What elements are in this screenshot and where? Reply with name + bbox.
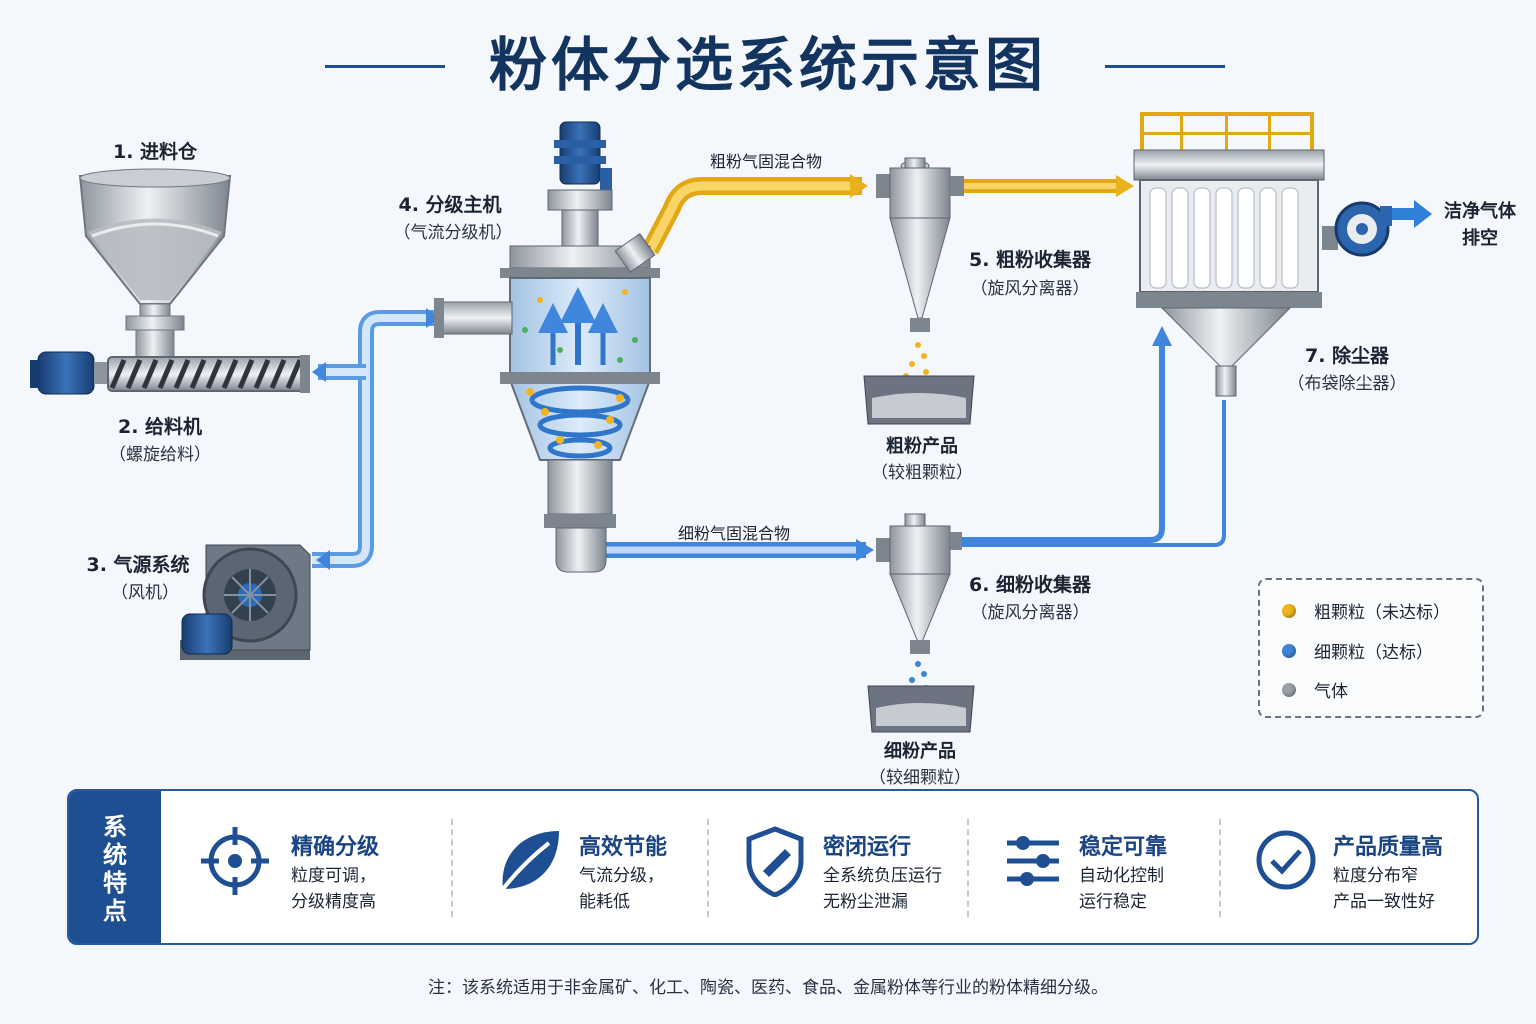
title-line-left (325, 65, 445, 68)
coarse-collector-label: 5. 粗粉收集器 (968, 249, 1092, 271)
fine-collector-label: 6. 细粉收集器 (968, 574, 1092, 596)
crosshair-icon (201, 827, 269, 895)
feature-efficient: 高效节能 气流分级， 能耗低 (489, 791, 739, 943)
legend-item-fine: 细颗粒（达标） (1282, 638, 1433, 663)
arrow-to-classifier (426, 308, 440, 328)
feature-desc-2: 分级精度高 (291, 892, 376, 912)
gas-dot-icon (1282, 682, 1296, 697)
feature-divider (451, 819, 453, 917)
feature-divider (707, 819, 709, 917)
feature-desc-1: 自动化控制 (1079, 866, 1164, 886)
coarse-mix-label: 粗粉气固混合物 (710, 152, 823, 171)
feature-sealed: 密闭运行 全系统负压运行 无粉尘泄漏 (745, 791, 995, 943)
feeder-label: 2. 给料机 (117, 416, 203, 438)
legend-label: 气体 (1314, 682, 1348, 702)
check-circle-icon (1256, 830, 1316, 890)
coarse-product-label: 粗粉产品 (886, 436, 958, 457)
arrow-fine-in (856, 539, 874, 561)
classifier-sub: （气流分级机） (393, 223, 513, 243)
legend: 粗颗粒（未达标） 细颗粒（达标） 气体 (1258, 578, 1484, 718)
arrow-coarse-in (850, 174, 868, 198)
air-source-label: 3. 气源系统 (86, 554, 190, 576)
fine-product-label: 细粉产品 (884, 741, 956, 762)
fine-gas-pipe (955, 340, 1165, 543)
feature-quality: 产品质量高 粒度分布窄 产品一致性好 (1255, 791, 1475, 943)
classifier-label: 4. 分级主机 (398, 194, 502, 216)
blower (180, 544, 311, 660)
sliders-icon (1007, 836, 1059, 886)
fine-collector-sub: （旋风分离器） (970, 603, 1090, 623)
arrow-fine-gas (1152, 326, 1172, 346)
legend-item-gas: 气体 (1282, 677, 1348, 702)
coarse-collector-sub: （旋风分离器） (970, 279, 1090, 299)
feature-desc-1: 粒度分布窄 (1333, 866, 1418, 886)
bag-dust-collector (1133, 112, 1432, 397)
feature-desc-1: 粒度可调， (291, 866, 376, 886)
feature-stable: 稳定可靠 自动化控制 运行稳定 (1003, 791, 1253, 943)
exhaust-label-1: 洁净气体 (1444, 201, 1516, 222)
dust-return-pipe (955, 400, 1226, 547)
air-pipe (312, 310, 440, 568)
page-title: 粉体分选系统示意图 (488, 31, 1047, 99)
classifier-machine (434, 121, 660, 573)
feature-desc-2: 运行稳定 (1079, 892, 1147, 912)
dust-collector-sub: （布袋除尘器） (1287, 374, 1407, 394)
coarse-product-sub: （较粗颗粒） (871, 463, 973, 483)
arrow-to-feeder (312, 362, 326, 382)
shield-icon (746, 826, 804, 897)
legend-item-coarse: 粗颗粒（未达标） (1282, 598, 1450, 623)
arrow-coarse-gas (1116, 175, 1134, 197)
feeder-sub: （螺旋给料） (109, 445, 211, 465)
feature-title: 产品质量高 (1333, 835, 1444, 860)
coarse-cyclone (863, 157, 975, 425)
features-side-label: 系统特点 (69, 791, 161, 943)
feature-divider (1219, 819, 1221, 917)
footer-note: 注：该系统适用于非金属矿、化工、陶瓷、医药、食品、金属粉体等行业的粉体精细分级。 (428, 978, 1108, 998)
feature-title: 高效节能 (579, 835, 668, 860)
features-panel: 系统特点 精确分级 粒度可调， 分级精度高 高效节能 气流分级， 能耗低 密闭运… (67, 789, 1479, 945)
feature-desc-2: 无粉尘泄漏 (823, 892, 908, 912)
arrow-to-blower (316, 550, 330, 570)
fine-cyclone (867, 513, 975, 733)
feature-title: 稳定可靠 (1079, 835, 1168, 860)
feature-precise: 精确分级 粒度可调， 分级精度高 (199, 791, 449, 943)
screw-feeder (30, 351, 310, 395)
feature-title: 密闭运行 (823, 835, 912, 860)
leaf-icon (501, 831, 559, 891)
legend-label: 细颗粒（达标） (1314, 643, 1433, 663)
coarse-dot-icon (1282, 603, 1296, 618)
feature-divider (967, 819, 969, 917)
features-side-text: 系统特点 (103, 813, 127, 925)
air-source-sub: （风机） (111, 583, 179, 603)
feature-desc-2: 产品一致性好 (1333, 892, 1435, 912)
hopper (78, 168, 232, 367)
feature-desc-1: 全系统负压运行 (823, 866, 942, 886)
legend-label: 粗颗粒（未达标） (1314, 603, 1450, 623)
fine-dot-icon (1282, 643, 1296, 658)
title-line-right (1105, 65, 1225, 68)
feature-title: 精确分级 (291, 835, 380, 860)
title-area: 粉体分选系统示意图 (0, 14, 1536, 99)
feature-desc-1: 气流分级， (579, 866, 664, 886)
fine-product-sub: （较细颗粒） (869, 768, 971, 788)
feature-desc-2: 能耗低 (579, 892, 630, 912)
fine-mix-label: 细粉气固混合物 (678, 524, 791, 543)
hopper-label: 1. 进料仓 (112, 141, 198, 163)
dust-collector-label: 7. 除尘器 (1304, 345, 1390, 367)
exhaust-label-2: 排空 (1462, 228, 1498, 249)
